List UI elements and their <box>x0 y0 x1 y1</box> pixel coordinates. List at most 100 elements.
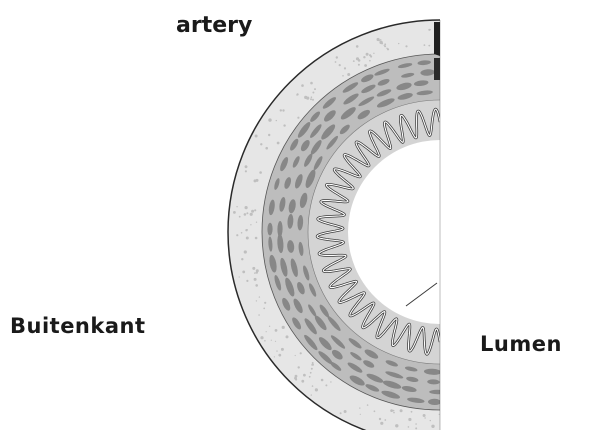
adventitia-speckle <box>281 348 284 351</box>
adventitia-speckle <box>380 422 383 425</box>
adventitia-speckle <box>393 410 395 412</box>
adventitia-speckle <box>310 372 312 374</box>
adventitia-speckle <box>298 366 300 368</box>
adventitia-speckle <box>241 258 243 260</box>
adventitia-speckle <box>400 409 403 412</box>
adventitia-speckle <box>259 296 260 297</box>
adventitia-speckle <box>428 45 430 47</box>
adventitia-speckle <box>236 206 237 207</box>
adventitia-speckle <box>278 354 281 357</box>
adventitia-speckle <box>309 376 311 378</box>
adventitia-speckle <box>255 135 258 138</box>
adventitia-speckle <box>245 206 248 209</box>
adventitia-speckle <box>342 75 344 77</box>
outside-label: Buitenkant <box>10 314 146 338</box>
adventitia-speckle <box>393 412 395 414</box>
adventitia-speckle <box>377 38 380 41</box>
adventitia-speckle <box>254 278 257 281</box>
adventitia-speckle <box>283 124 285 126</box>
adventitia-speckle <box>252 267 255 270</box>
adventitia-speckle <box>266 331 267 332</box>
adventitia-speckle <box>246 212 248 214</box>
adventitia-speckle <box>395 424 398 427</box>
adventitia-speckle <box>430 29 431 30</box>
adventitia-speckle <box>250 213 253 216</box>
adventitia-speckle <box>259 171 262 174</box>
adventitia-speckle <box>244 250 247 253</box>
adventitia-speckle <box>390 409 393 412</box>
adventitia-speckle <box>430 420 431 421</box>
adventitia-speckle <box>264 302 266 304</box>
adventitia-speckle <box>242 271 245 274</box>
adventitia-speckle <box>347 73 350 76</box>
adventitia-speckle <box>364 64 367 67</box>
adventitia-speckle <box>384 419 386 421</box>
adventitia-speckle <box>296 94 298 96</box>
adventitia-speckle <box>336 56 338 58</box>
adventitia-speckle <box>384 45 385 46</box>
lumen-label: Lumen <box>480 332 562 356</box>
adventitia-speckle <box>335 61 337 63</box>
adventitia-speckle <box>269 326 270 327</box>
adventitia-speckle <box>254 272 256 274</box>
adventitia-speckle <box>310 82 313 85</box>
adventitia-speckle <box>295 355 296 356</box>
adventitia-speckle <box>415 427 417 429</box>
adventitia-speckle <box>303 374 306 377</box>
adventitia-speckle <box>379 418 381 420</box>
adventitia-speckle <box>297 117 299 119</box>
adventitia-speckle <box>264 340 266 342</box>
adventitia-speckle <box>255 237 258 240</box>
adventitia-speckle <box>315 388 318 391</box>
adventitia-speckle <box>274 356 275 357</box>
adventitia-speckle <box>276 120 277 121</box>
adventitia-speckle <box>277 142 280 145</box>
adventitia-speckle <box>374 410 376 412</box>
adventitia-speckle <box>254 179 257 182</box>
adventitia-speckle <box>255 284 258 287</box>
diagram-title: artery <box>176 13 252 38</box>
adventitia-speckle <box>340 412 342 414</box>
adventitia-speckle <box>367 404 369 406</box>
adventitia-speckle <box>325 384 327 386</box>
adventitia-speckle <box>241 232 243 234</box>
adventitia-speckle <box>304 96 307 99</box>
adventitia-speckle <box>250 224 251 225</box>
adventitia-speckle <box>380 39 382 41</box>
adventitia-speckle <box>369 60 371 62</box>
adventitia-speckle <box>256 300 257 301</box>
adventitia-speckle <box>330 381 331 382</box>
adventitia-speckle <box>311 394 312 395</box>
adventitia-speckle <box>286 335 289 338</box>
adventitia-speckle <box>415 423 417 425</box>
adventitia-speckle <box>258 314 260 316</box>
adventitia-speckle <box>251 210 254 213</box>
adventitia-speckle <box>245 170 247 172</box>
adventitia-speckle <box>244 213 247 216</box>
cut-edge-mark-middle <box>434 58 440 80</box>
adventitia-speckle <box>268 118 271 121</box>
adventitia-speckle <box>359 407 360 408</box>
adventitia-speckle <box>312 385 314 387</box>
adventitia-speckle <box>276 350 277 351</box>
adventitia-speckle <box>408 426 410 428</box>
adventitia-speckle <box>256 269 259 272</box>
adventitia-speckle <box>246 280 248 282</box>
adventitia-speckle <box>344 410 347 413</box>
adventitia-speckle <box>280 109 282 111</box>
adventitia-speckle <box>379 41 382 44</box>
adventitia-speckle <box>312 99 314 101</box>
adventitia-speckle <box>271 340 272 341</box>
adventitia-speckle <box>311 364 313 366</box>
adventitia-speckle <box>239 216 241 218</box>
adventitia-speckle <box>239 276 240 277</box>
adventitia-speckle <box>260 336 263 339</box>
adventitia-speckle <box>411 411 413 413</box>
adventitia-speckle <box>311 96 313 98</box>
adventitia-speckle <box>366 53 369 56</box>
adventitia-speckle <box>236 234 238 236</box>
adventitia-speckle <box>282 109 284 111</box>
adventitia-speckle <box>233 211 236 214</box>
adventitia-speckle <box>356 45 359 48</box>
